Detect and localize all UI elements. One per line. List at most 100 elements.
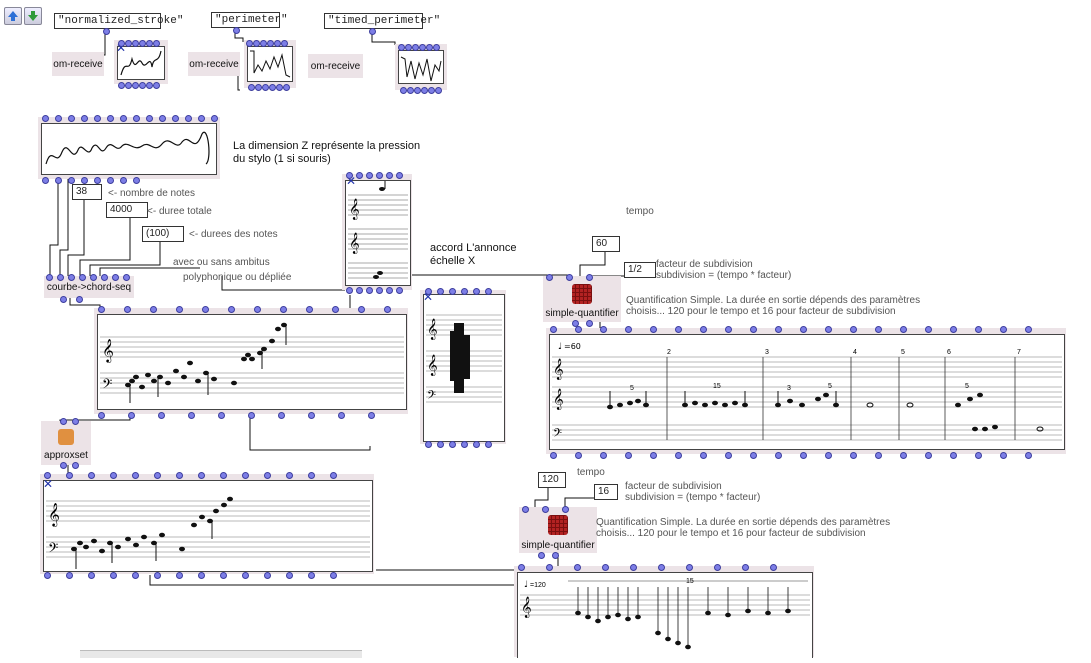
inlet-port[interactable] <box>575 326 582 333</box>
inlet-port[interactable] <box>358 306 365 313</box>
inlet-port[interactable] <box>770 564 777 571</box>
inlet-port[interactable] <box>44 472 51 479</box>
inlet-port[interactable] <box>650 452 657 459</box>
voice-editor-1[interactable]: ♩ =60 2 3 4 5 6 7 𝄞 𝄞 𝄢 5 15 3 5 5 <box>546 328 1066 454</box>
inlet-port[interactable] <box>81 177 88 184</box>
inlet-port[interactable] <box>1025 452 1032 459</box>
inlet-port[interactable] <box>274 40 281 47</box>
inlet-port[interactable] <box>433 44 440 51</box>
inlet-port[interactable] <box>158 412 165 419</box>
inlet-port[interactable] <box>550 326 557 333</box>
inlet-port[interactable] <box>1000 452 1007 459</box>
inlet-port[interactable] <box>400 87 407 94</box>
inlet-port[interactable] <box>308 472 315 479</box>
inlet-port[interactable] <box>176 306 183 313</box>
inlet-port[interactable] <box>338 412 345 419</box>
close-icon[interactable]: ✕ <box>116 41 127 55</box>
inlet-port[interactable] <box>437 441 444 448</box>
inlet-port[interactable] <box>55 115 62 122</box>
om-receive-box-2[interactable]: om-receive <box>188 52 240 76</box>
inlet-port[interactable] <box>405 44 412 51</box>
inlet-port[interactable] <box>386 287 393 294</box>
inlet-port[interactable] <box>107 115 114 122</box>
inlet-port[interactable] <box>125 82 132 89</box>
inlet-port[interactable] <box>675 452 682 459</box>
inlet-port[interactable] <box>306 306 313 313</box>
inlet-port[interactable] <box>950 326 957 333</box>
simple-quantifier-box-2[interactable]: simple-quantifier <box>519 507 597 553</box>
simple-quantifier-box-1[interactable]: simple-quantifier <box>543 276 621 322</box>
bpc-editor-stroke[interactable] <box>114 40 168 84</box>
inlet-port[interactable] <box>110 472 117 479</box>
inlet-port[interactable] <box>125 40 132 47</box>
inlet-port[interactable] <box>262 84 269 91</box>
inlet-port[interactable] <box>825 452 832 459</box>
inlet-port[interactable] <box>925 326 932 333</box>
inlet-port[interactable] <box>276 84 283 91</box>
bpc-editor-perimeter[interactable] <box>244 40 296 88</box>
inlet-port[interactable] <box>248 412 255 419</box>
inlet-port[interactable] <box>625 452 632 459</box>
inlet-port[interactable] <box>574 564 581 571</box>
inlet-port[interactable] <box>220 572 227 579</box>
inlet-port[interactable] <box>518 564 525 571</box>
inlet-port[interactable] <box>218 412 225 419</box>
inlet-port[interactable] <box>60 418 67 425</box>
inlet-port[interactable] <box>850 452 857 459</box>
inlet-port[interactable] <box>425 288 432 295</box>
inlet-port[interactable] <box>98 306 105 313</box>
inlet-port[interactable] <box>176 572 183 579</box>
inlet-port[interactable] <box>425 441 432 448</box>
inlet-port[interactable] <box>159 115 166 122</box>
inlet-port[interactable] <box>1025 326 1032 333</box>
inlet-port[interactable] <box>700 326 707 333</box>
inlet-port[interactable] <box>473 288 480 295</box>
inlet-port[interactable] <box>94 115 101 122</box>
outlet[interactable] <box>103 28 110 35</box>
inlet-port[interactable] <box>146 115 153 122</box>
inlet-port[interactable] <box>356 172 363 179</box>
inlet-port[interactable] <box>107 177 114 184</box>
tempo-box-2[interactable]: 120 <box>538 472 566 488</box>
inlet-port[interactable] <box>538 552 545 559</box>
inlet-port[interactable] <box>825 326 832 333</box>
inlet-port[interactable] <box>308 572 315 579</box>
inlet-port[interactable] <box>330 572 337 579</box>
inlet-port[interactable] <box>110 572 117 579</box>
inlet-port[interactable] <box>42 115 49 122</box>
inlet-port[interactable] <box>950 452 957 459</box>
inlet-port[interactable] <box>281 40 288 47</box>
inlet-port[interactable] <box>775 326 782 333</box>
inlet-port[interactable] <box>975 452 982 459</box>
inlet-port[interactable] <box>330 472 337 479</box>
inlet-port[interactable] <box>253 40 260 47</box>
inlet-port[interactable] <box>154 472 161 479</box>
inlet-port[interactable] <box>675 326 682 333</box>
inlet-port[interactable] <box>123 274 130 281</box>
inlet-port[interactable] <box>384 306 391 313</box>
inlet-port[interactable] <box>66 572 73 579</box>
inlet-port[interactable] <box>94 177 101 184</box>
inlet-port[interactable] <box>132 572 139 579</box>
inlet-port[interactable] <box>437 288 444 295</box>
inlet-port[interactable] <box>725 452 732 459</box>
inlet-port[interactable] <box>775 452 782 459</box>
inlet-port[interactable] <box>875 326 882 333</box>
inlet-port[interactable] <box>552 552 559 559</box>
inlet-port[interactable] <box>546 564 553 571</box>
chord-seq-editor-2[interactable]: 𝄞 𝄢 <box>40 474 374 574</box>
inlet-port[interactable] <box>562 506 569 513</box>
inlet-port[interactable] <box>79 274 86 281</box>
factor-box-2[interactable]: 16 <box>594 484 618 500</box>
inlet-port[interactable] <box>542 506 549 513</box>
inlet-port[interactable] <box>101 274 108 281</box>
inlet-port[interactable] <box>198 572 205 579</box>
inlet-port[interactable] <box>132 82 139 89</box>
inlet-port[interactable] <box>386 172 393 179</box>
inlet-port[interactable] <box>153 40 160 47</box>
outlet[interactable] <box>233 27 240 34</box>
inlet-port[interactable] <box>522 506 529 513</box>
inlet-port[interactable] <box>566 274 573 281</box>
inlet-port[interactable] <box>283 84 290 91</box>
inlet-port[interactable] <box>198 115 205 122</box>
